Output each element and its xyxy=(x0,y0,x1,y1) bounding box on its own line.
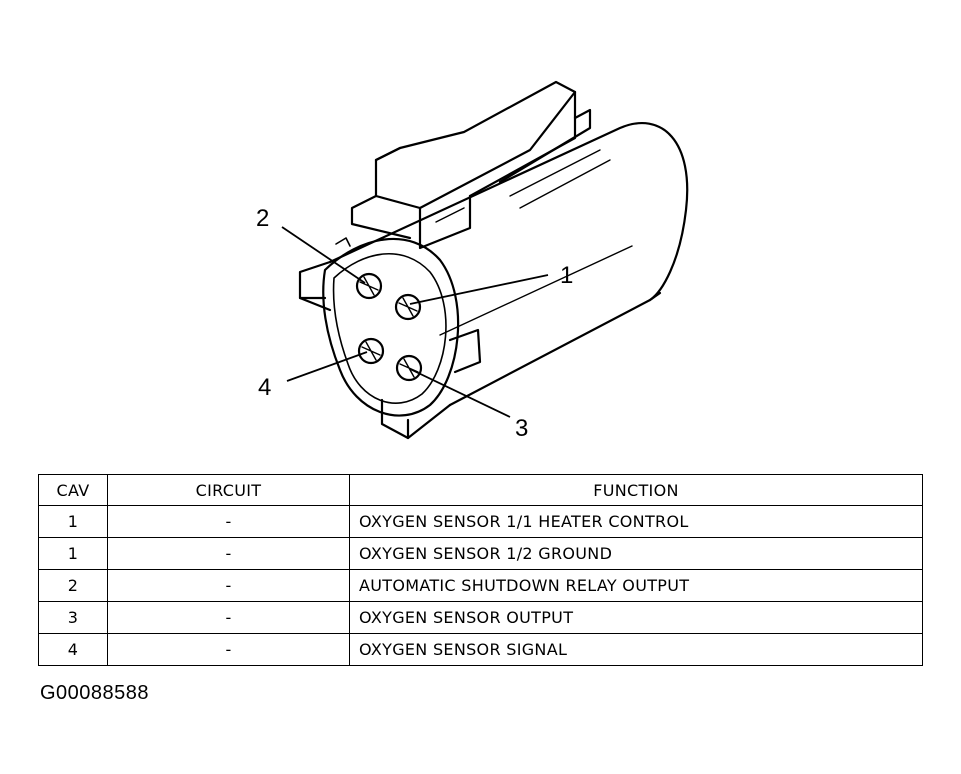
cell-circuit: - xyxy=(107,569,350,602)
cell-cav: 2 xyxy=(38,569,108,602)
cell-function: OXYGEN SENSOR 1/1 HEATER CONTROL xyxy=(349,505,923,538)
connector-body xyxy=(298,80,689,440)
table-row: 2 - AUTOMATIC SHUTDOWN RELAY OUTPUT xyxy=(38,569,923,602)
header-cav: CAV xyxy=(38,474,108,506)
cell-circuit: - xyxy=(107,601,350,634)
header-function: FUNCTION xyxy=(349,474,923,506)
cell-cav: 1 xyxy=(38,505,108,538)
cell-function: OXYGEN SENSOR 1/2 GROUND xyxy=(349,537,923,570)
cell-circuit: - xyxy=(107,537,350,570)
connector-diagram: 2 1 4 3 xyxy=(256,80,689,442)
leader-line-pin-2 xyxy=(281,226,366,284)
table-row: 3 - OXYGEN SENSOR OUTPUT xyxy=(38,601,923,634)
header-circuit: CIRCUIT xyxy=(107,474,350,506)
callout-pin-3: 3 xyxy=(515,415,528,442)
cell-function: AUTOMATIC SHUTDOWN RELAY OUTPUT xyxy=(349,569,923,602)
cell-function: OXYGEN SENSOR SIGNAL xyxy=(349,633,923,666)
cell-function: OXYGEN SENSOR OUTPUT xyxy=(349,601,923,634)
callout-pin-1: 1 xyxy=(560,262,573,289)
cell-circuit: - xyxy=(107,505,350,538)
leader-line-pin-4 xyxy=(286,351,368,382)
figure-code: G00088588 xyxy=(40,682,150,704)
leader-lines xyxy=(281,226,549,418)
cell-cav: 1 xyxy=(38,537,108,570)
leader-line-pin-3 xyxy=(409,368,511,418)
callout-pin-2: 2 xyxy=(256,205,269,232)
table-header-row: CAV CIRCUIT FUNCTION xyxy=(38,474,923,506)
cell-cav: 3 xyxy=(38,601,108,634)
leader-line-pin-1 xyxy=(409,274,549,305)
cell-circuit: - xyxy=(107,633,350,666)
table-row: 1 - OXYGEN SENSOR 1/2 GROUND xyxy=(38,537,923,570)
callout-pin-4: 4 xyxy=(258,374,271,401)
table-row: 1 - OXYGEN SENSOR 1/1 HEATER CONTROL xyxy=(38,505,923,538)
cell-cav: 4 xyxy=(38,633,108,666)
table-row: 4 - OXYGEN SENSOR SIGNAL xyxy=(38,633,923,666)
pinout-table: CAV CIRCUIT FUNCTION 1 - OXYGEN SENSOR 1… xyxy=(38,474,923,666)
